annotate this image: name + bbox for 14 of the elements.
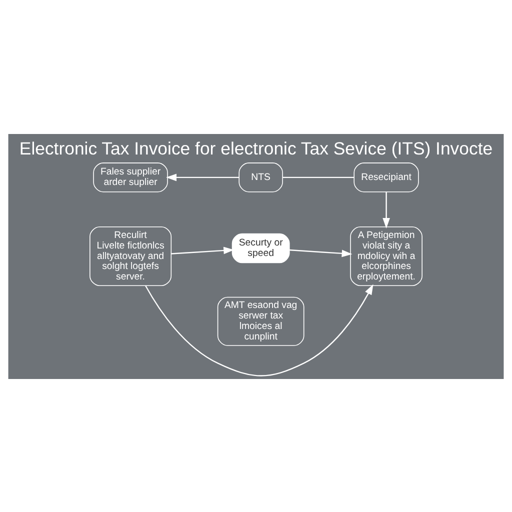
node-box: Fales supplier arder suplier [93,162,168,192]
node-box: NTS [238,162,283,192]
node-box: Resecipiant [354,162,419,192]
node-box: AMT esaond vag serwer tax lmoices al cunplint [217,296,304,346]
connector [282,176,354,178]
arrow [166,173,240,181]
node-box: A Petigemion violat sity a mdolicy wih a elcorphines erploytement. [350,226,422,286]
arrow [382,192,390,228]
node-box: Reculirt Livelte fictlonlcs alltyatovaty and solght logtefs server. [90,226,172,286]
arrow [171,246,234,254]
arrow [289,248,352,257]
arrow [144,284,374,376]
node-box: Securty or speed [232,232,290,263]
diagram-title: Electronic Tax Invoice for electronic Tax Sevice (ITS) Invocte [19,138,493,158]
